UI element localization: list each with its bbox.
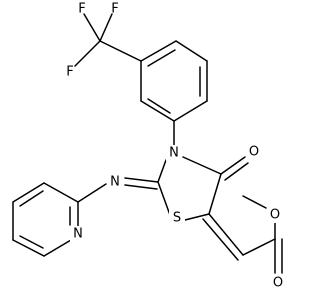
atom-label-n-imine: N [110, 175, 120, 190]
atom-label-s: S [173, 211, 181, 226]
bond-s-c2 [157, 181, 171, 216]
bond-pyridine-inner-2 [19, 235, 44, 249]
bond-pyridine-inner-3 [19, 190, 44, 207]
atom-label-f1: F [78, 2, 85, 17]
label-bg-n-imine [107, 174, 123, 190]
bond-ch-c-ester [242, 238, 276, 256]
bond-pyridine-6 [43, 182, 79, 203]
atom-label-n-ring: N [169, 146, 179, 161]
bond-c-f2 [99, 13, 113, 42]
bond-phenyl-inner-3 [147, 98, 171, 114]
atom-label-n-pyridine: N [73, 227, 83, 242]
atom-label-o-methoxy: O [270, 208, 280, 223]
bond-phenyl-4 [173, 100, 208, 122]
bond-imine-pyridyl [77, 183, 107, 203]
bond-cf3-aryl [99, 40, 142, 62]
bond-c5-s [184, 213, 210, 221]
bond-c5-ch-b [202, 218, 239, 261]
label-bg-s [169, 210, 185, 226]
bond-phenyl-inner-1 [147, 49, 176, 67]
bond-o-methyl [242, 195, 267, 209]
bonds [12, 13, 283, 274]
atom-label-o-ester-carbonyl: O [273, 276, 283, 291]
bond-c2-n [157, 159, 167, 183]
atom-label-f3: F [66, 65, 73, 80]
bond-pyridine-5 [12, 182, 45, 203]
label-bg-n-ring [166, 145, 182, 161]
atom-labels: F F F N O N N S O O [66, 2, 283, 291]
bond-phenyl-1 [140, 40, 177, 62]
bond-n-c4 [182, 156, 222, 175]
atom-label-o-keto: O [249, 145, 259, 160]
bond-c4-c5 [208, 173, 222, 215]
bond-c-f3 [74, 40, 101, 67]
atom-label-f2: F [111, 2, 118, 17]
bond-c2-n-imine-b [124, 184, 158, 190]
bond-phenyl-5 [140, 100, 175, 122]
label-bg-o-methoxy [267, 207, 283, 223]
bond-c2-n-imine-a [124, 177, 159, 183]
bond-pyridine-3 [12, 239, 45, 257]
bond-c4-o-keto-b [224, 162, 249, 181]
bond-phenyl-2 [175, 40, 208, 62]
bond-c5-ch-a [208, 213, 244, 256]
bond-pyridine-2 [43, 239, 72, 257]
bond-c-f1 [83, 13, 101, 42]
label-bg-n-pyridine [70, 226, 86, 242]
bond-c4-o-keto-a [220, 156, 246, 175]
chemical-structure-diagram: F F F N O N N S O O [12, 2, 283, 291]
